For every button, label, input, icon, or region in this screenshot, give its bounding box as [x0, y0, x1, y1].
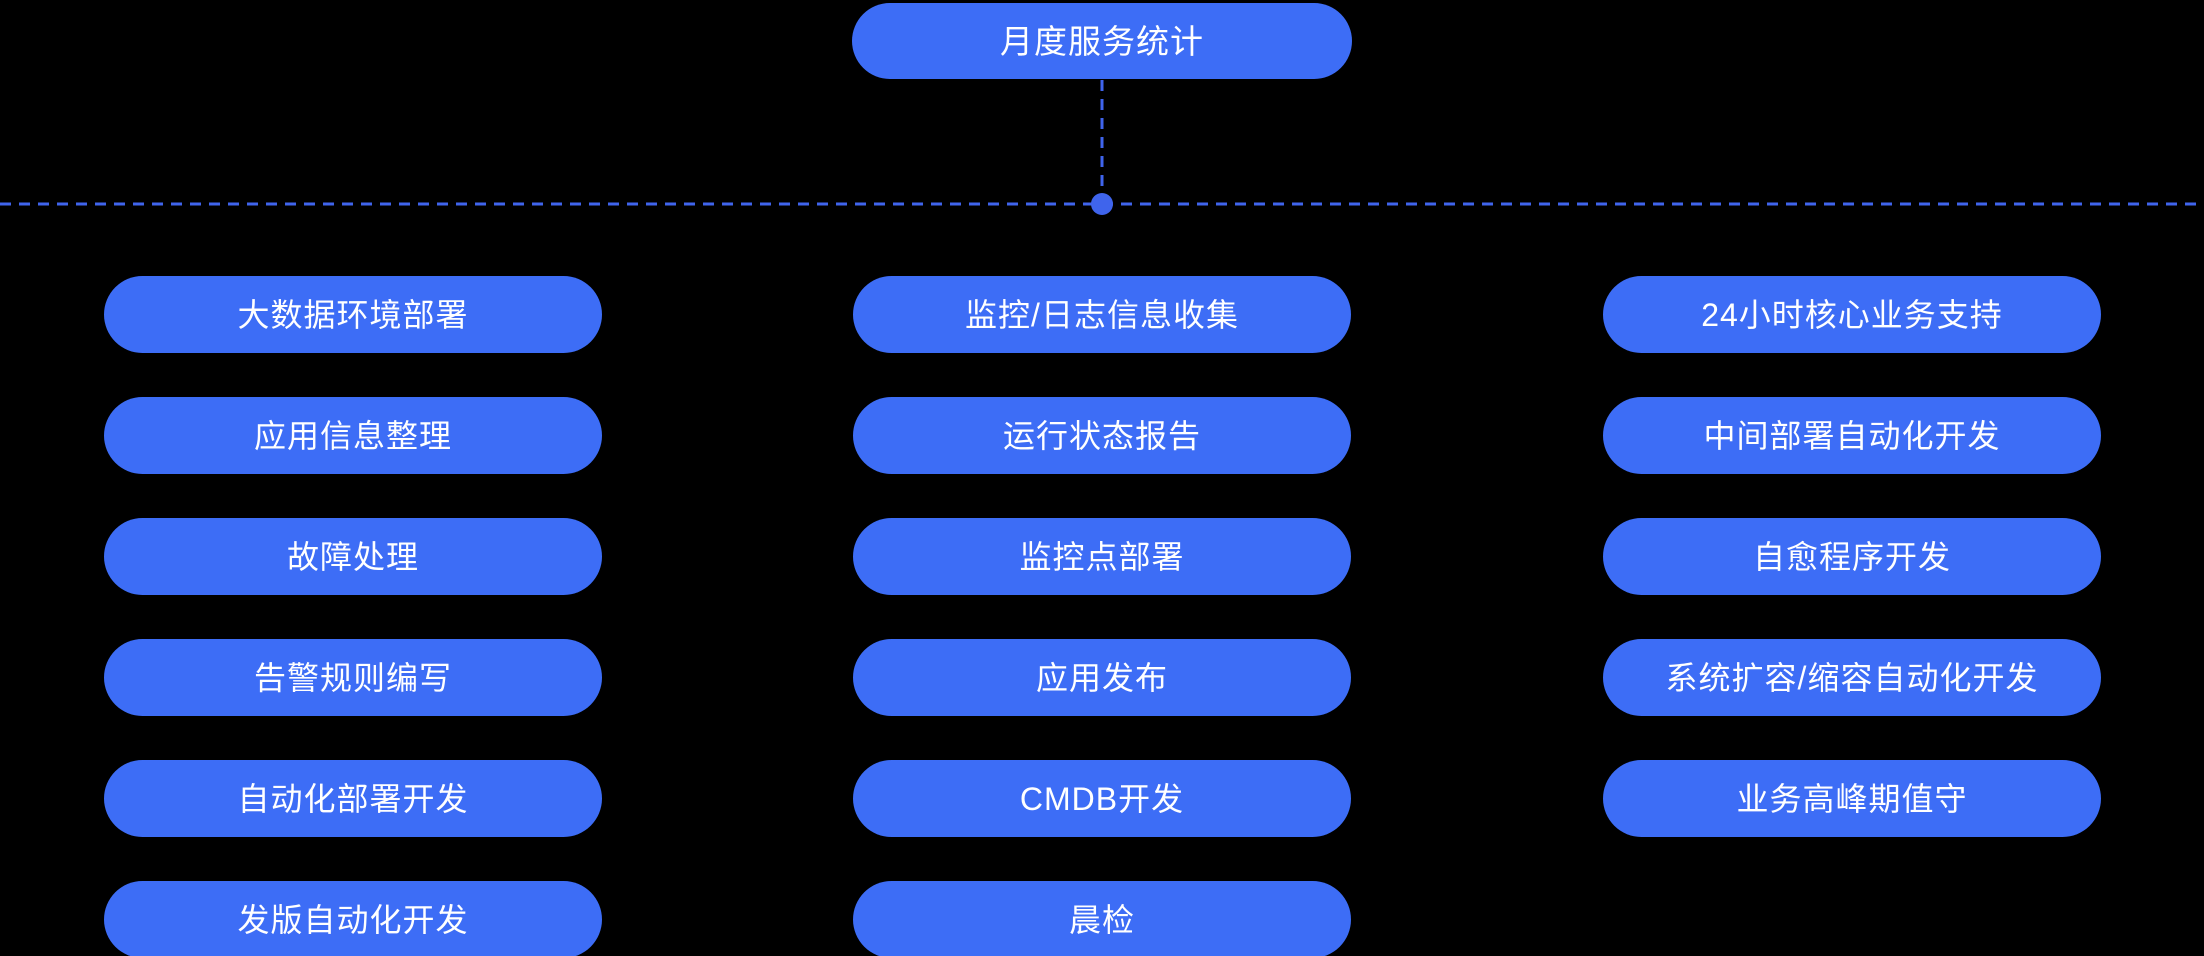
root-node-label: 月度服务统计 — [1000, 22, 1204, 60]
branch-node[interactable]: 运行状态报告 — [853, 397, 1351, 474]
branch-node-label: 自愈程序开发 — [1752, 538, 1951, 575]
branch-node[interactable]: 系统扩容/缩容自动化开发 — [1603, 639, 2101, 716]
branch-node[interactable]: 业务高峰期值守 — [1603, 760, 2101, 837]
branch-node-label: 运行状态报告 — [1002, 417, 1201, 454]
root-node[interactable]: 月度服务统计 — [852, 3, 1352, 79]
branch-node-label: 中间部署自动化开发 — [1703, 417, 2001, 454]
branch-node[interactable]: 中间部署自动化开发 — [1603, 397, 2101, 474]
branch-node[interactable]: 晨检 — [853, 881, 1351, 956]
branch-node[interactable]: 自愈程序开发 — [1603, 518, 2101, 595]
branch-node[interactable]: 大数据环境部署 — [104, 276, 602, 353]
column-middle: 监控/日志信息收集 运行状态报告 监控点部署 应用发布 CMDB开发 晨检 — [853, 276, 1351, 956]
branch-node-label: 监控点部署 — [1019, 538, 1185, 575]
branch-node-label: 24小时核心业务支持 — [1701, 296, 2003, 333]
branch-node[interactable]: 应用发布 — [853, 639, 1351, 716]
branch-node-label: 自动化部署开发 — [237, 780, 469, 817]
branch-node[interactable]: 故障处理 — [104, 518, 602, 595]
branch-node[interactable]: 发版自动化开发 — [104, 881, 602, 956]
branch-node[interactable]: 监控点部署 — [853, 518, 1351, 595]
branch-node-label: 应用信息整理 — [253, 417, 452, 454]
branch-node-label: 发版自动化开发 — [237, 901, 469, 938]
branch-node[interactable]: 监控/日志信息收集 — [853, 276, 1351, 353]
column-left: 大数据环境部署 应用信息整理 故障处理 告警规则编写 自动化部署开发 发版自动化… — [104, 276, 602, 956]
branch-node[interactable]: CMDB开发 — [853, 760, 1351, 837]
branch-node-label: 故障处理 — [286, 538, 419, 575]
column-right: 24小时核心业务支持 中间部署自动化开发 自愈程序开发 系统扩容/缩容自动化开发… — [1603, 276, 2101, 837]
branch-node-label: 大数据环境部署 — [237, 296, 469, 333]
branch-node-label: 应用发布 — [1035, 659, 1168, 696]
branch-node-label: 业务高峰期值守 — [1736, 780, 1968, 817]
branch-node-label: CMDB开发 — [1019, 780, 1185, 817]
branch-node-label: 告警规则编写 — [253, 659, 452, 696]
branch-node[interactable]: 应用信息整理 — [104, 397, 602, 474]
branch-node-label: 晨检 — [1068, 901, 1135, 938]
branch-node[interactable]: 24小时核心业务支持 — [1603, 276, 2101, 353]
branch-node-label: 系统扩容/缩容自动化开发 — [1665, 659, 2039, 696]
connector-junction-dot — [1091, 193, 1113, 215]
branch-node-label: 监控/日志信息收集 — [965, 296, 1239, 333]
branch-node[interactable]: 自动化部署开发 — [104, 760, 602, 837]
branch-node[interactable]: 告警规则编写 — [104, 639, 602, 716]
